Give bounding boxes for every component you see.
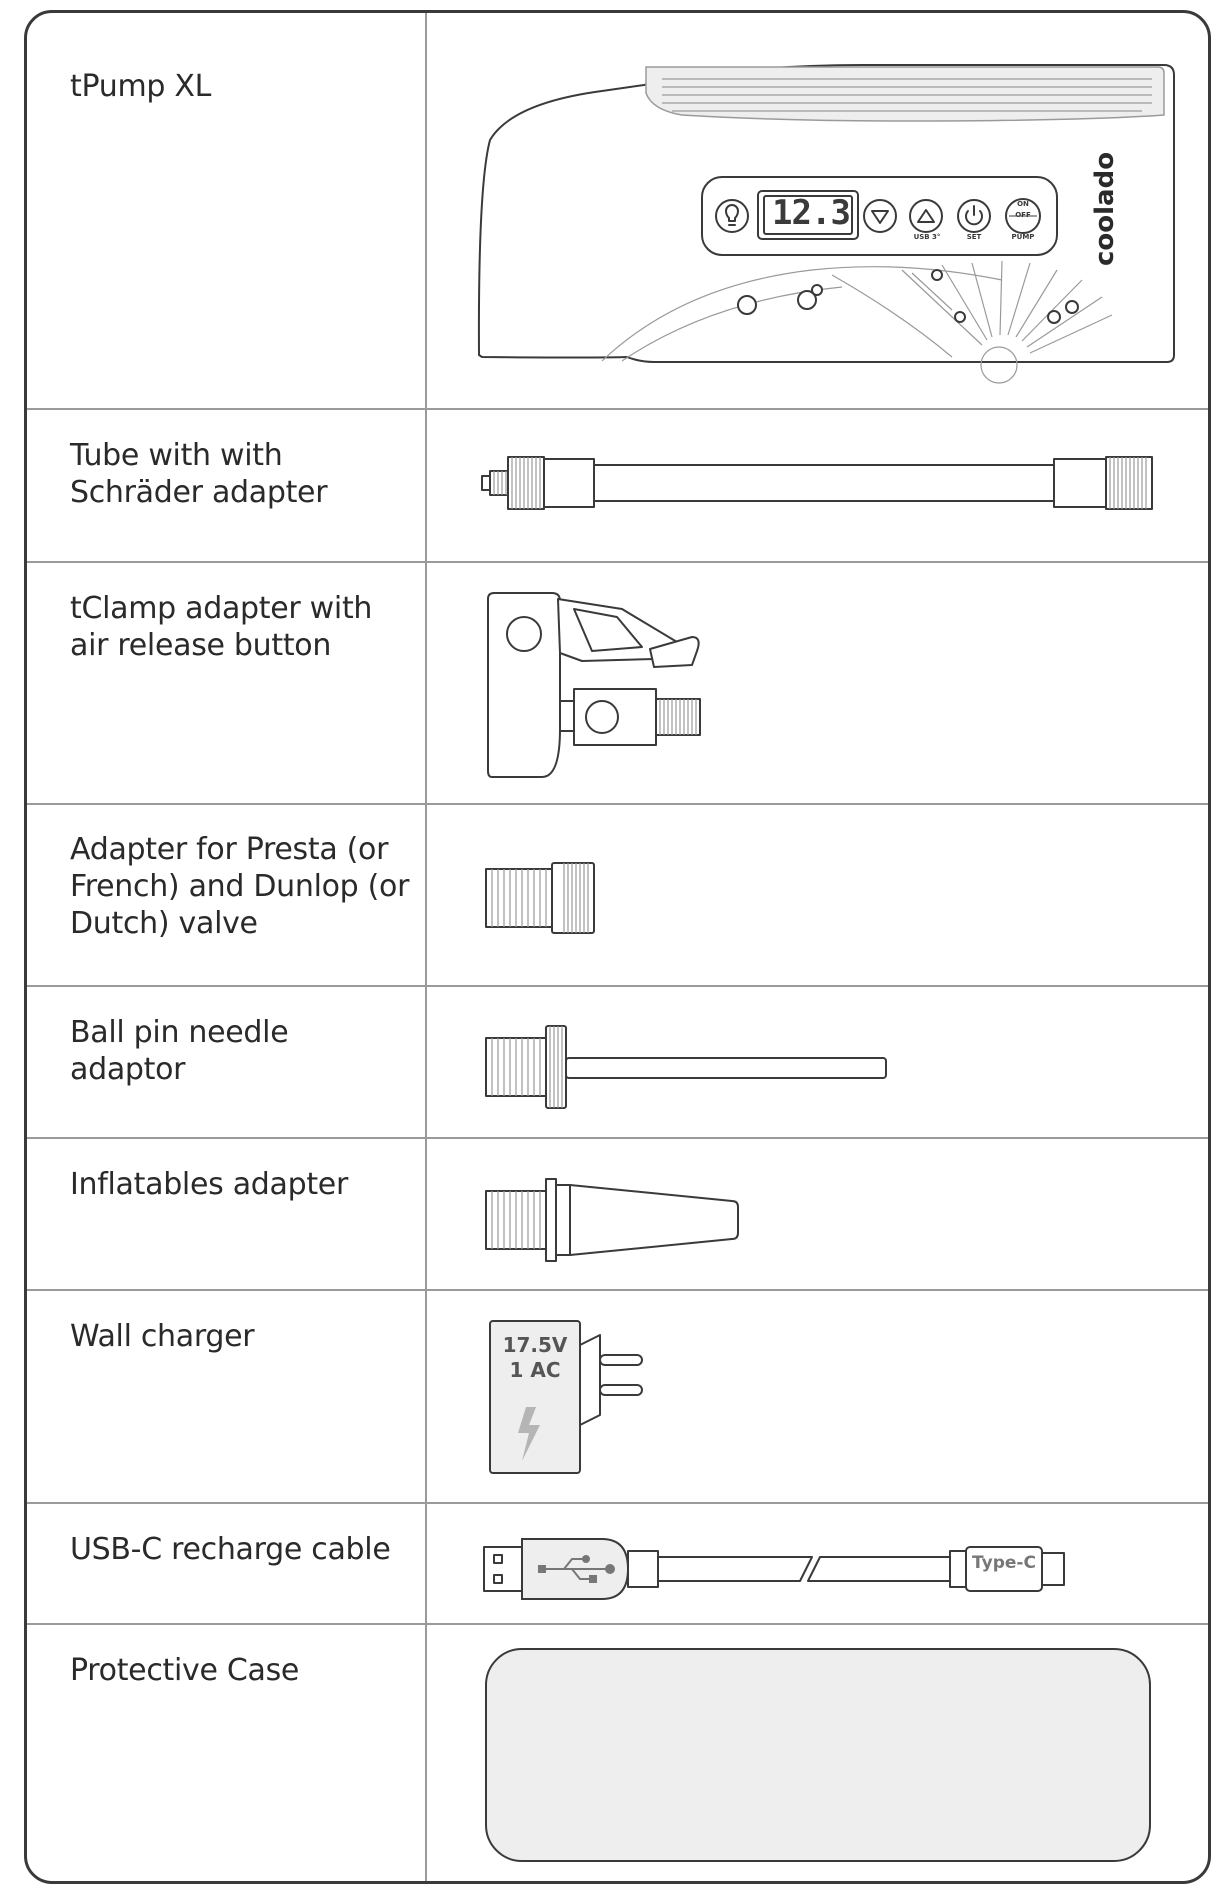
row-divider bbox=[27, 803, 1208, 805]
item-label-case: Protective Case bbox=[70, 1653, 300, 1688]
item-label-needle: Ball pin needle adaptor bbox=[70, 1015, 289, 1087]
row-divider bbox=[27, 408, 1208, 410]
pump-button-label-usb: USB 3° bbox=[913, 233, 941, 241]
pump-on-label: ON bbox=[1017, 200, 1029, 208]
presta-adapter-icon bbox=[485, 862, 595, 934]
tube-icon bbox=[481, 456, 1153, 510]
cable-connector-label: Type-C bbox=[972, 1553, 1036, 1573]
item-label-charger: Wall charger bbox=[70, 1319, 255, 1354]
accessories-table: tPump XL Tube with with Schräder adapter… bbox=[24, 10, 1211, 1884]
usb-c-cable-icon bbox=[483, 1538, 1065, 1600]
pump-display: 12.3 bbox=[772, 193, 851, 233]
item-label-tube: Tube with with Schräder adapter bbox=[70, 438, 328, 510]
needle-icon bbox=[485, 1025, 887, 1109]
column-divider bbox=[425, 13, 427, 1881]
pump-button-label-set: SET bbox=[966, 233, 982, 241]
item-label-inflatables: Inflatables adapter bbox=[70, 1167, 348, 1202]
item-label-cable: USB-C recharge cable bbox=[70, 1532, 391, 1567]
row-divider bbox=[27, 1502, 1208, 1504]
row-divider bbox=[27, 561, 1208, 563]
row-divider bbox=[27, 1623, 1208, 1625]
clamp-icon bbox=[487, 592, 701, 778]
item-label-pump: tPump XL bbox=[70, 69, 212, 104]
case-icon bbox=[485, 1648, 1151, 1862]
pump-off-label: OFF bbox=[1015, 211, 1031, 219]
brand-logo: coolado bbox=[1090, 151, 1120, 266]
row-divider bbox=[27, 1137, 1208, 1139]
inflatables-adapter-icon bbox=[485, 1178, 739, 1262]
row-divider bbox=[27, 985, 1208, 987]
item-label-presta: Adapter for Presta (or French) and Dunlo… bbox=[70, 832, 410, 941]
pump-button-label-pump: PUMP bbox=[1011, 233, 1035, 241]
row-divider bbox=[27, 1289, 1208, 1291]
charger-voltage: 17.5V bbox=[502, 1333, 568, 1357]
pump-icon bbox=[477, 64, 1175, 384]
charger-current: 1 AC bbox=[509, 1358, 561, 1382]
item-label-clamp: tClamp adapter with air release button bbox=[70, 591, 373, 663]
wall-charger-icon bbox=[489, 1320, 643, 1474]
